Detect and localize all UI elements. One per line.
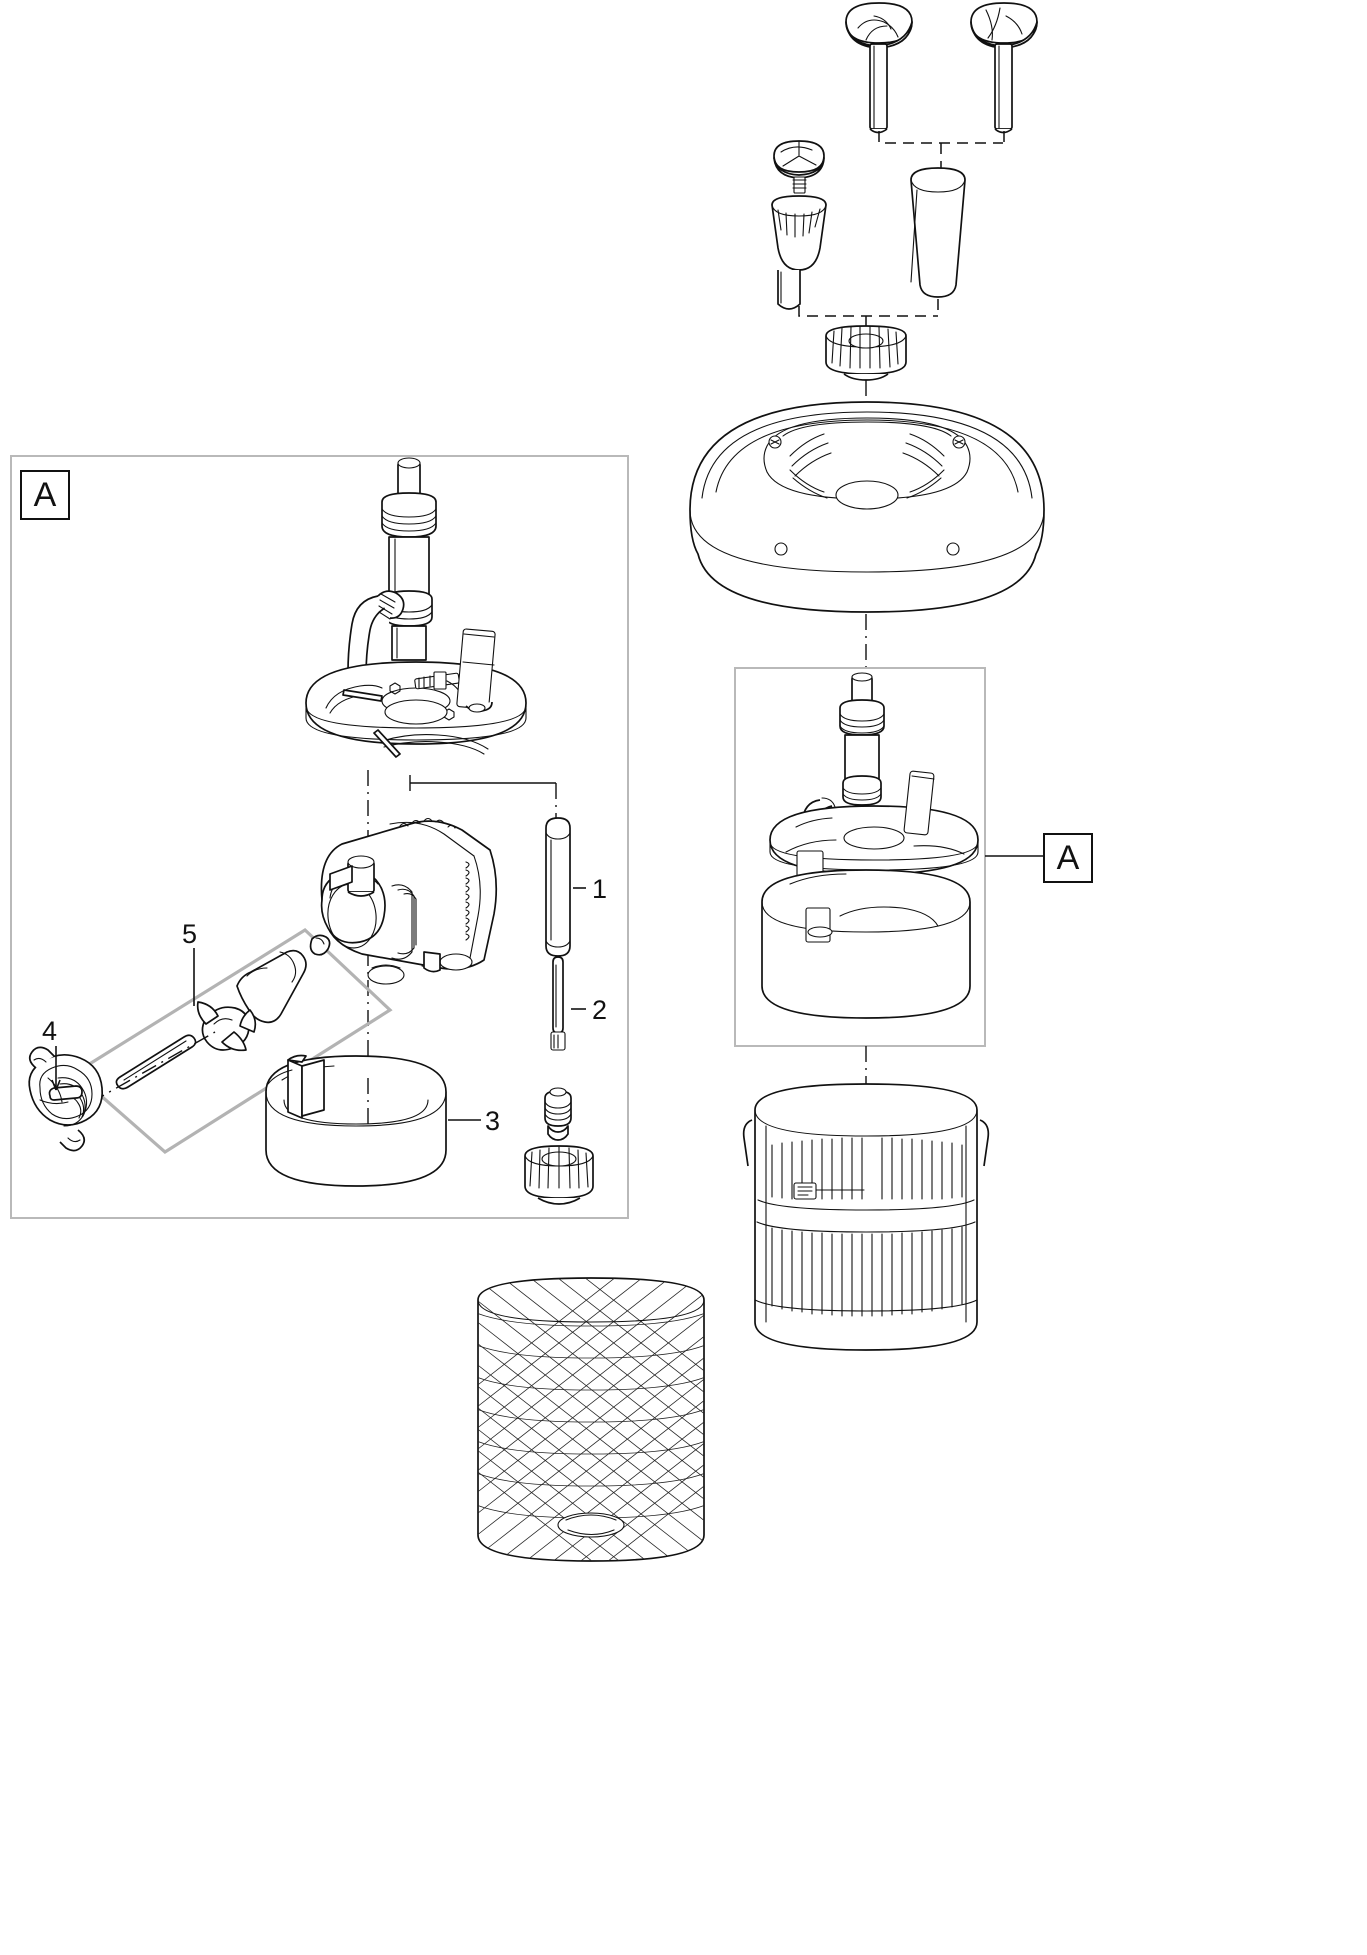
- detail-panel-label-box: A: [20, 470, 70, 520]
- pump-motor-body: [320, 817, 498, 985]
- callout-2-label: 2: [592, 995, 608, 1025]
- rotor-impeller-set: [115, 934, 331, 1090]
- callout-1: 1: [592, 876, 607, 903]
- filter-canister: [742, 1083, 990, 1351]
- fluted-funnel-nozzle: [771, 195, 827, 310]
- reference-standpipe: [839, 672, 885, 806]
- baffle-plate: [305, 628, 527, 758]
- tapered-extension-tube: [910, 167, 966, 298]
- callout-2: 2: [592, 997, 607, 1024]
- callout-4-label: 4: [42, 1016, 58, 1046]
- mesh-strainer-basket: [477, 1277, 705, 1562]
- rotor-highlight-band: [72, 927, 393, 1154]
- callout-4: 4: [42, 1018, 57, 1045]
- fountain-nozzle-head-right: [970, 2, 1038, 134]
- callout-3: 3: [485, 1108, 500, 1135]
- callout-1-label: 1: [592, 874, 608, 904]
- reference-marker-label: A: [1056, 838, 1080, 877]
- reference-housing-ring: [761, 869, 971, 1019]
- standpipe-riser: [347, 457, 437, 695]
- callout-3-label: 3: [485, 1106, 501, 1136]
- reference-marker-box: A: [1043, 833, 1093, 883]
- reference-subassembly-frame: [734, 667, 986, 1047]
- quartz-glass-sleeve: [545, 817, 571, 957]
- detail-panel-frame: [10, 455, 629, 1219]
- impeller-retainer-clip: [28, 1046, 104, 1152]
- motor-housing-ring: [265, 1054, 447, 1187]
- fountain-nozzle-head-left: [845, 2, 913, 134]
- uvc-lamp-rod: [550, 956, 566, 1051]
- callout-5-label: 5: [182, 919, 198, 949]
- callout-5: 5: [182, 921, 197, 948]
- callout-leader-lines: [51, 887, 586, 1121]
- detail-panel-label: A: [33, 475, 57, 514]
- end-cap-nut: [524, 1087, 594, 1205]
- small-spray-jet: [773, 140, 825, 194]
- knurled-union-nut: [825, 325, 907, 381]
- filter-lid: [689, 401, 1045, 613]
